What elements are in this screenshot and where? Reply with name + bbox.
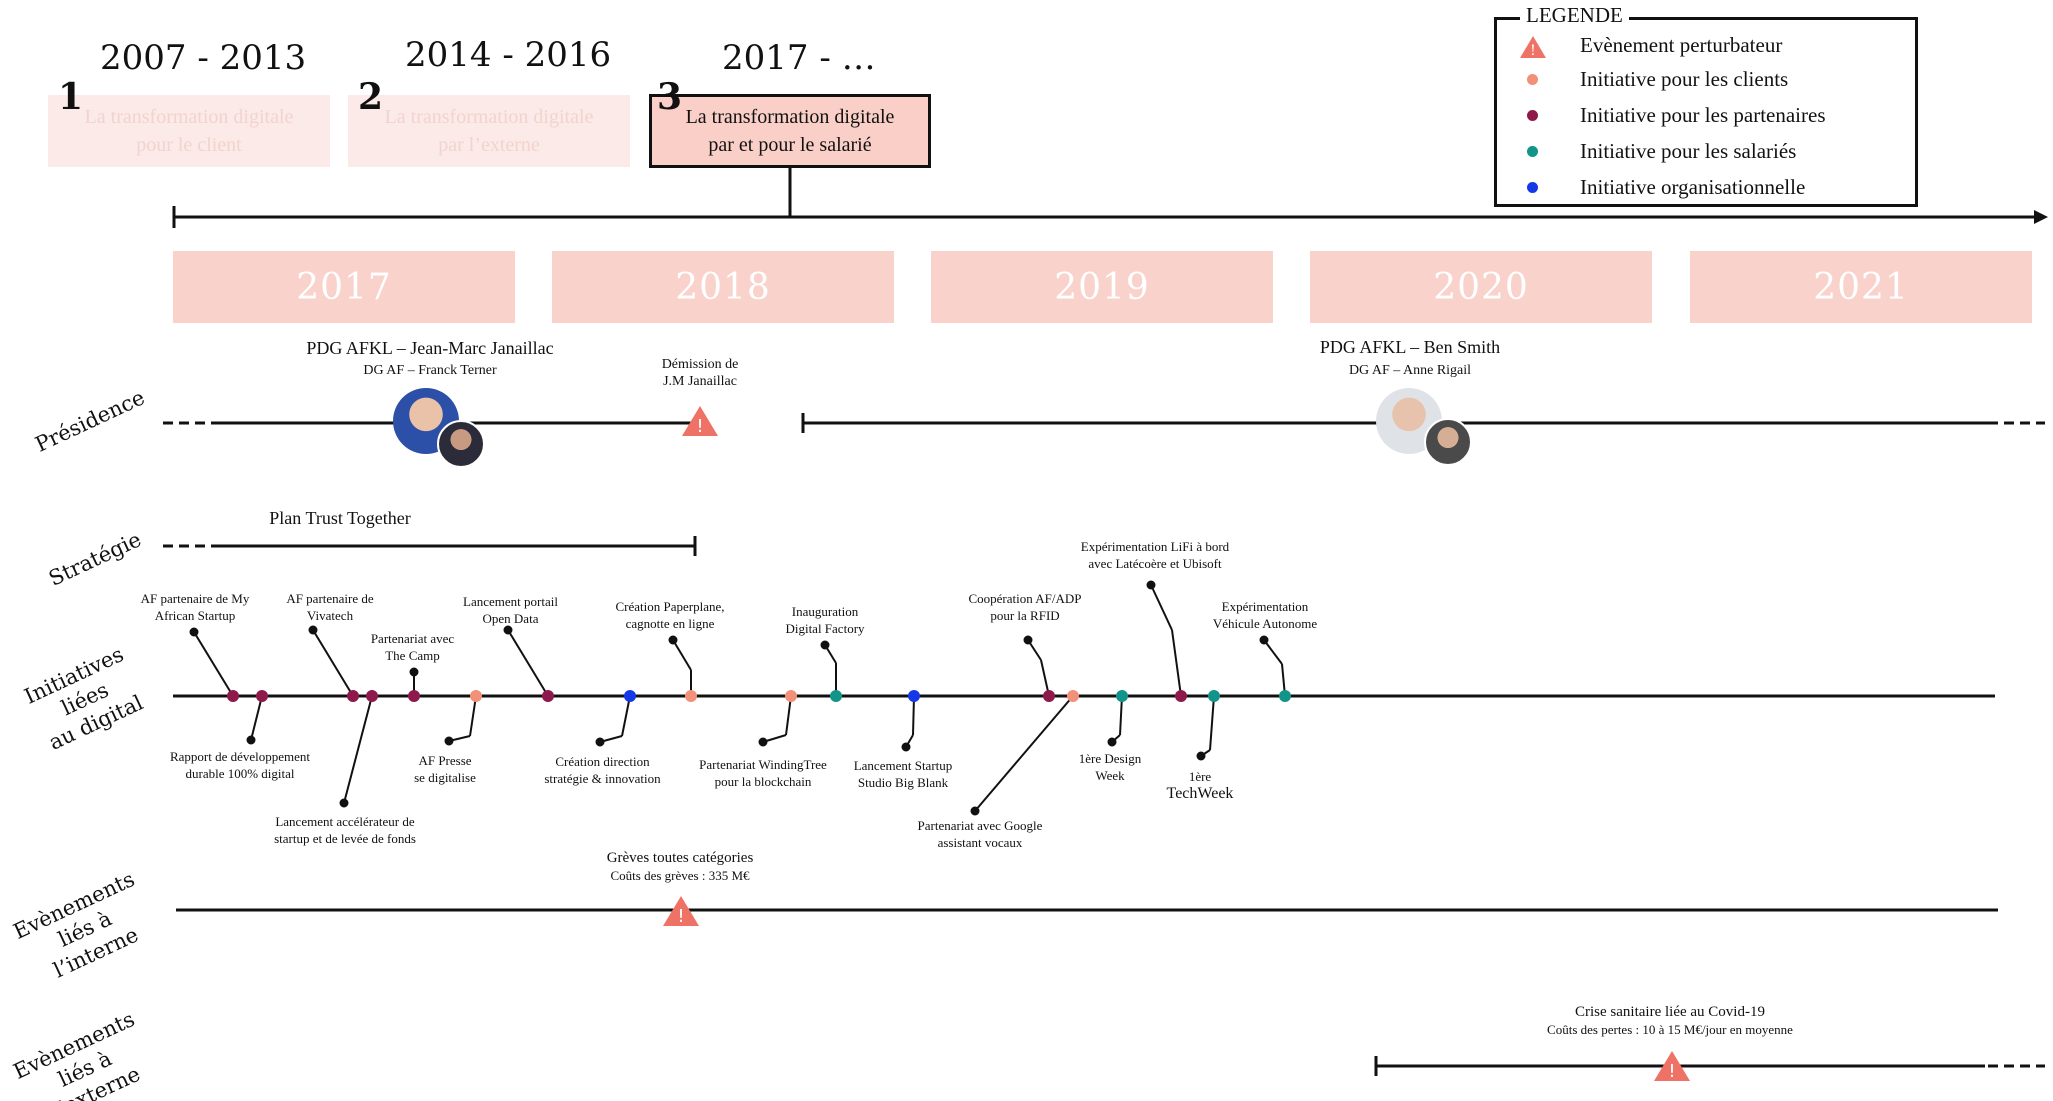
svg-text:!: ! xyxy=(677,906,684,927)
svg-text:!: ! xyxy=(1530,43,1536,59)
covid-label-line2: Coûts des pertes : 10 à 15 M€/jour en mo… xyxy=(1547,1022,1793,1037)
legend-dot-partner xyxy=(1527,110,1538,121)
year-2020: 2020 xyxy=(1310,251,1652,323)
legend-item-disruptive: Evènement perturbateur xyxy=(1580,33,1783,57)
demission-label-line1: Démission de xyxy=(661,357,739,372)
legend-item-org: Initiative organisationnelle xyxy=(1580,175,1806,199)
phase-3-label-line1: La transformation digitale xyxy=(685,106,895,128)
initiative-leaders xyxy=(189,580,1286,816)
year-2017: 2017 xyxy=(173,251,515,323)
initiative-label: Création Paperplane,cagnotte en ligne xyxy=(615,599,725,631)
avatar-rigail xyxy=(1424,418,1472,466)
legend-dot-org xyxy=(1527,182,1538,193)
phase-1-label-line2: pour le client xyxy=(136,134,242,156)
warning-triangle-icon-covid: ! xyxy=(1654,1051,1690,1082)
legend-dot-client xyxy=(1527,74,1538,85)
svg-text:!: ! xyxy=(1668,1061,1675,1082)
pdg-smith-label: PDG AFKL – Ben Smith xyxy=(1319,337,1501,357)
initiative-dots xyxy=(227,690,1291,702)
greves-label-line2: Coûts des grèves : 335 M€ xyxy=(610,868,750,883)
svg-text:!: ! xyxy=(696,416,703,437)
phase-1-years: 2007 - 2013 xyxy=(100,38,307,78)
legend-title: LEGENDE xyxy=(1520,3,1629,28)
dg-rigail-label: DG AF – Anne Rigail xyxy=(1348,363,1472,378)
legend-item-partner: Initiative pour les partenaires xyxy=(1580,103,1826,127)
phase-1-label-line1: La transformation digitale xyxy=(84,106,294,128)
phase-3-box: La transformation digitale par et pour le… xyxy=(649,94,931,168)
warning-triangle-icon-greves: ! xyxy=(663,896,699,927)
phase-1-box: La transformation digitale pour le client xyxy=(48,95,330,167)
demission-label-line2: J.M Janaillac xyxy=(663,374,737,389)
avatar-terner xyxy=(437,420,485,468)
legend xyxy=(1494,17,1918,207)
year-2019: 2019 xyxy=(931,251,1273,323)
phase-3-number: 3 xyxy=(657,76,683,118)
dg-terner-label: DG AF – Franck Terner xyxy=(363,363,497,378)
greves-label-line1: Grèves toutes catégories xyxy=(606,850,754,866)
phase-2-years: 2014 - 2016 xyxy=(405,35,612,75)
phase-3-years: 2017 - … xyxy=(722,38,876,78)
phase-1-number: 1 xyxy=(58,76,84,118)
demission-label: Démission de J.M Janaillac xyxy=(630,356,770,390)
covid-label-line1: Crise sanitaire liée au Covid-19 xyxy=(1575,1004,1765,1020)
pdg-janaillac-label: PDG AFKL – Jean-Marc Janaillac xyxy=(306,338,554,358)
phase-2-label-line1: La transformation digitale xyxy=(384,106,594,128)
plan-trust-together-label: Plan Trust Together xyxy=(269,508,411,528)
warning-triangle-icon-demission: ! xyxy=(682,406,718,437)
legend-item-employee: Initiative pour les salariés xyxy=(1580,139,1797,163)
warning-triangle-icon: ! xyxy=(1520,36,1546,59)
phase-2-box: La transformation digitale par l’externe xyxy=(348,95,630,167)
phase-2-label-line2: par l’externe xyxy=(438,134,540,156)
year-2018: 2018 xyxy=(552,251,894,323)
year-2021: 2021 xyxy=(1690,251,2032,323)
main-axis-arrowhead xyxy=(2034,210,2048,224)
legend-dot-employee xyxy=(1527,146,1538,157)
legend-item-client: Initiative pour les clients xyxy=(1580,67,1789,91)
phase-2-number: 2 xyxy=(358,76,384,118)
phase-3-label-line2: par et pour le salarié xyxy=(708,134,872,156)
